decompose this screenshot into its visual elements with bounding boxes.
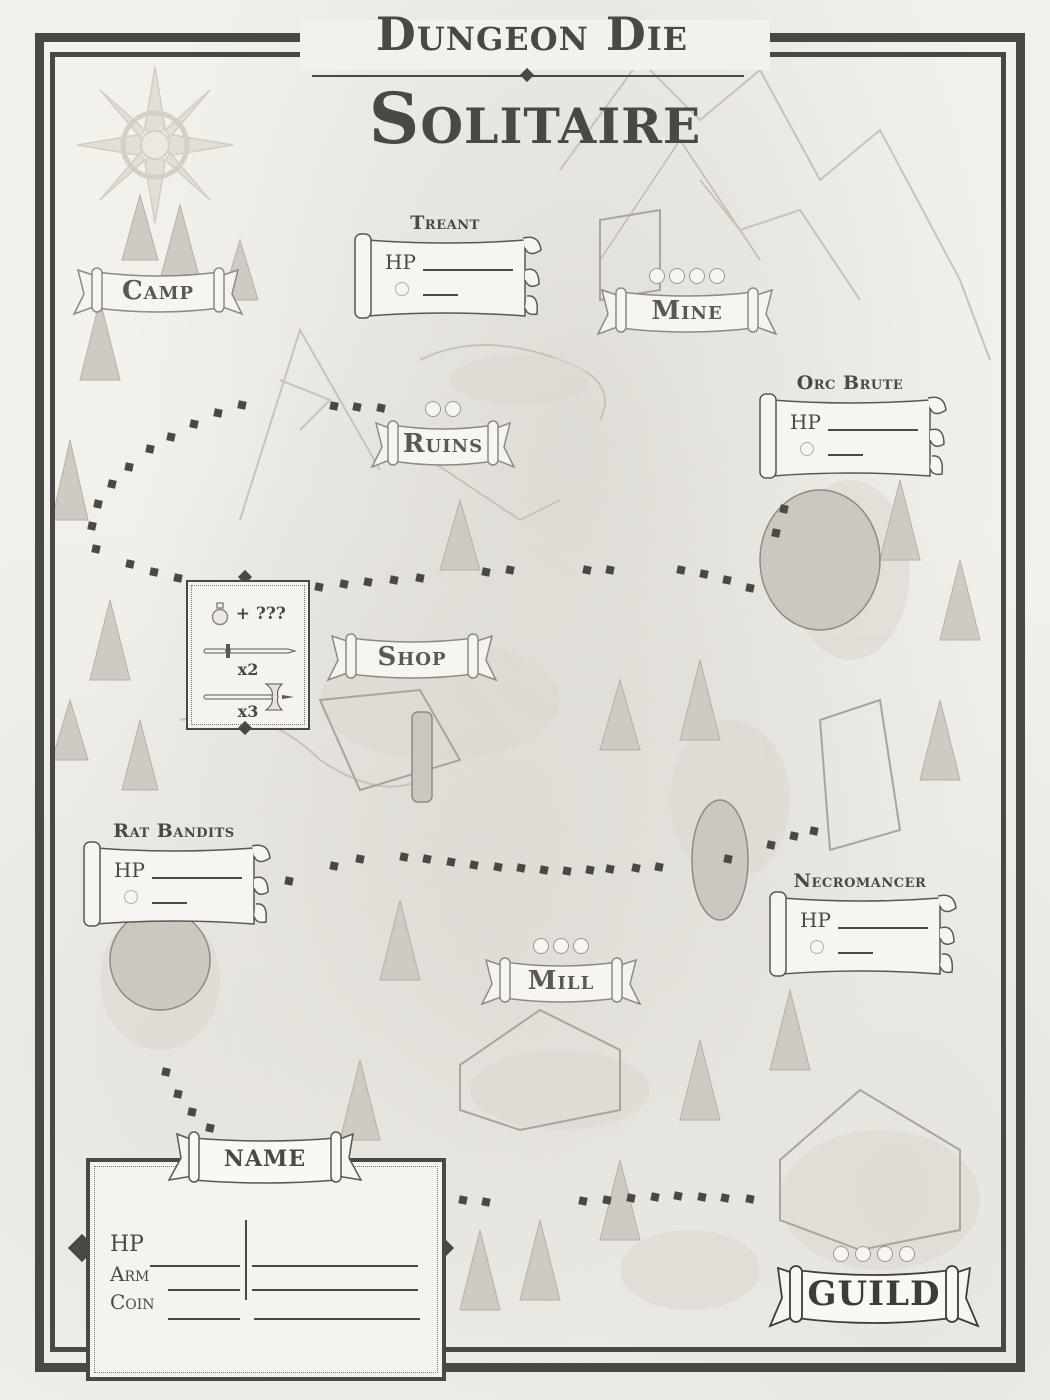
pip-circle[interactable] (649, 268, 665, 284)
title-line-2: Solitaire (368, 77, 702, 160)
shop-item-potion: + ??? (188, 602, 308, 626)
enemy-name: Treant (410, 212, 480, 234)
hp-label: HP (385, 250, 416, 274)
arm-value-input[interactable] (168, 1289, 240, 1291)
player-name-banner[interactable]: NAME (165, 1128, 365, 1188)
scroll-card-icon (354, 233, 542, 319)
axe-icon (203, 683, 294, 711)
enemy-rat-bandits: Rat Bandits HP (74, 820, 274, 927)
arm-notes-input[interactable] (252, 1289, 418, 1291)
status-circle[interactable] (124, 890, 138, 904)
hp-input-line[interactable] (152, 877, 242, 879)
location-camp[interactable]: Camp (68, 262, 248, 318)
location-ruins[interactable]: Ruins (368, 401, 518, 471)
enemy-treant: Treant HP (345, 212, 545, 319)
scroll-card-icon (83, 841, 271, 927)
location-mine[interactable]: Mine (592, 268, 782, 338)
scroll-banner-icon (370, 420, 516, 469)
pip-circle[interactable] (425, 401, 441, 417)
pip-circle[interactable] (855, 1246, 871, 1262)
pip-circle[interactable] (573, 938, 589, 954)
enemy-name: Necromancer (793, 870, 927, 892)
coin-label: Coin (110, 1290, 155, 1314)
enemy-necromancer: Necromancer HP (760, 870, 960, 977)
status-circle[interactable] (800, 442, 814, 456)
hp-input-line[interactable] (423, 269, 513, 271)
hp-value-input[interactable] (150, 1265, 240, 1267)
shop-item-price: + ??? (235, 604, 286, 624)
hp-input-line[interactable] (828, 429, 918, 431)
hp-input-line[interactable] (838, 927, 928, 929)
progress-pips (476, 938, 646, 954)
player-card: HP Arm Coin (86, 1158, 446, 1381)
enemy-name: Rat Bandits (113, 820, 235, 842)
scroll-banner-icon (167, 1131, 363, 1184)
shop-item-price: x3 (237, 702, 259, 721)
scroll-card-icon (759, 393, 947, 479)
compass-rose-icon (76, 66, 234, 224)
counter-input-line[interactable] (828, 454, 863, 456)
location-label: Shop (377, 642, 447, 672)
title-backdrop (300, 20, 770, 70)
location-label: Mill (527, 966, 595, 996)
pip-circle[interactable] (709, 268, 725, 284)
pip-circle[interactable] (877, 1246, 893, 1262)
location-guild[interactable]: GUILD (764, 1246, 984, 1328)
scroll-banner-icon (72, 267, 244, 316)
shop-price-list: + ??? x2 x3 (186, 580, 310, 730)
column-divider (245, 1220, 247, 1300)
location-label: Mine (651, 296, 723, 326)
scroll-card-icon (769, 891, 957, 977)
scroll-banner-icon (326, 633, 498, 682)
status-circle[interactable] (395, 282, 409, 296)
status-circle[interactable] (810, 940, 824, 954)
hp-label: HP (114, 858, 145, 882)
counter-input-line[interactable] (423, 294, 458, 296)
counter-input-line[interactable] (838, 952, 873, 954)
hp-label: HP (800, 908, 831, 932)
pip-circle[interactable] (533, 938, 549, 954)
hp-label: HP (110, 1232, 144, 1257)
scroll-banner-icon (480, 957, 642, 1006)
location-label: GUILD (807, 1274, 941, 1314)
coin-value-input[interactable] (168, 1318, 240, 1320)
progress-pips (368, 401, 518, 417)
enemy-orc-brute: Orc Brute HP (750, 372, 950, 479)
pip-circle[interactable] (553, 938, 569, 954)
pip-circle[interactable] (833, 1246, 849, 1262)
scroll-banner-icon (596, 287, 778, 336)
pip-circle[interactable] (445, 401, 461, 417)
pip-circle[interactable] (899, 1246, 915, 1262)
coin-notes-input[interactable] (254, 1318, 420, 1320)
location-label: Camp (121, 276, 195, 306)
shop-item-price: x2 (237, 660, 259, 679)
title-line-1: Dungeon Die (375, 7, 689, 61)
progress-pips (592, 268, 782, 284)
arm-label: Arm (110, 1262, 150, 1286)
pip-circle[interactable] (689, 268, 705, 284)
counter-input-line[interactable] (152, 902, 187, 904)
scroll-banner-icon (768, 1265, 980, 1328)
hp-notes-input[interactable] (252, 1265, 418, 1267)
progress-pips (764, 1246, 984, 1262)
location-shop[interactable]: Shop (322, 628, 502, 684)
enemy-name: Orc Brute (796, 372, 904, 394)
location-label: Ruins (402, 429, 484, 459)
hp-label: HP (790, 410, 821, 434)
pip-circle[interactable] (669, 268, 685, 284)
location-mill[interactable]: Mill (476, 938, 646, 1008)
sword-icon (203, 644, 296, 658)
potion-icon (211, 602, 229, 626)
player-name-label: NAME (223, 1146, 307, 1172)
